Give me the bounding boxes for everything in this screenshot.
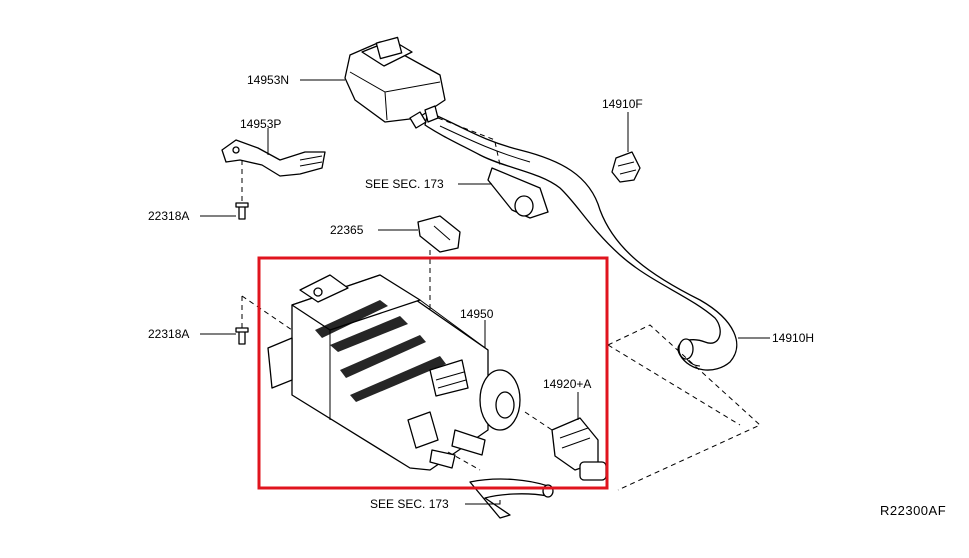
callout-see-sec-173-top: SEE SEC. 173 xyxy=(365,177,444,191)
bolt-22318a-mid xyxy=(235,295,293,345)
callout-22365: 22365 xyxy=(330,223,364,237)
hose-14910h xyxy=(424,111,738,371)
bolt-22318a-top xyxy=(235,160,249,220)
clip-14910f xyxy=(611,151,641,183)
callout-see-sec-173-bottom: SEE SEC. 173 xyxy=(370,497,449,511)
valve-14920a xyxy=(551,417,607,481)
callout-14910h: 14910H xyxy=(772,331,814,345)
callout-22318a-mid: 22318A xyxy=(148,327,189,341)
valve-14953n xyxy=(344,36,446,129)
callout-14920a: 14920+A xyxy=(543,377,591,391)
bracket-14953p xyxy=(221,139,326,177)
canister-14950 xyxy=(267,274,521,471)
pipe-fitting-top xyxy=(437,117,549,219)
diagram-code: R22300AF xyxy=(880,503,946,518)
routing-dashes xyxy=(447,324,761,491)
callout-14910f: 14910F xyxy=(602,97,643,111)
pipe-fitting-bottom xyxy=(469,478,554,519)
callout-14950: 14950 xyxy=(460,307,494,321)
callout-14953n: 14953N xyxy=(247,73,289,87)
callout-22318a-top: 22318A xyxy=(148,209,189,223)
callout-14953p: 14953P xyxy=(240,117,281,131)
connector-22365 xyxy=(417,215,461,390)
leader-lines xyxy=(200,79,770,505)
highlight-box xyxy=(257,256,609,490)
